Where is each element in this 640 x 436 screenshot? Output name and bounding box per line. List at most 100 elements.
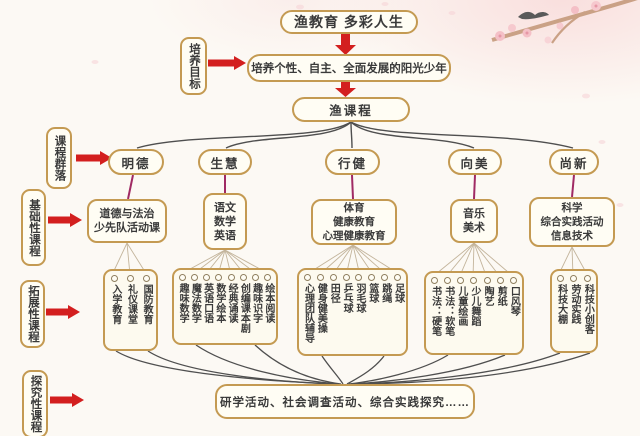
expansion-box-xiangmei: 书法：硬笔 书法：软笔 儿童绘画 少儿舞蹈 陶艺 剪纸 口风琴 <box>424 271 524 355</box>
side-label-target-text: 培养目标 <box>188 43 200 89</box>
expansion-column: 魔法数学 <box>188 274 200 323</box>
expansion-column: 创编课本剧 <box>237 274 249 333</box>
expansion-item: 礼仪课堂 <box>125 284 137 324</box>
expansion-item: 羽毛球 <box>353 283 365 313</box>
ring-icon <box>303 274 311 281</box>
expansion-item: 趣味识字 <box>250 283 262 323</box>
basic-box-shangxin: 科学 综合实践活动 信息技术 <box>529 197 615 247</box>
side-label-inquiry-text: 探究性课程 <box>29 375 42 433</box>
ring-icon <box>252 274 260 281</box>
side-label-target: 培养目标 <box>180 37 207 95</box>
expansion-item: 书法：硬笔 <box>429 286 441 336</box>
arrow-basic-label <box>48 213 82 227</box>
ring-icon <box>509 277 517 284</box>
expansion-item: 绘本阅读 <box>262 283 274 323</box>
ring-icon <box>570 275 578 282</box>
side-label-expansion-text: 拓展性课程 <box>27 285 39 343</box>
expansion-column: 足球 <box>392 274 404 303</box>
expansion-column: 乒乓球 <box>340 274 352 313</box>
expansion-item: 跳绳 <box>379 283 391 303</box>
petal-decorations <box>91 2 624 207</box>
expansion-column: 劳动实践 <box>568 275 580 324</box>
expansion-item: 魔法数学 <box>189 283 201 323</box>
expansion-column: 健身健美操 <box>314 274 326 333</box>
side-label-cluster: 课程群落 <box>46 127 72 189</box>
expansion-to-bottom-lines <box>115 344 591 385</box>
basic-line: 美术 <box>463 222 485 234</box>
expansion-box-mingde: 入学教育 礼仪课堂 国防教育 <box>103 269 158 351</box>
expansion-column: 陶艺 <box>481 277 493 306</box>
expansion-column: 少儿舞蹈 <box>468 277 480 326</box>
expansion-item: 创编课本剧 <box>238 283 250 333</box>
arrow-title-to-goal <box>335 33 356 55</box>
red-arrows <box>46 33 356 407</box>
goal-box: 培养个性、自主、全面发展的阳光少年 <box>247 54 451 82</box>
expansion-item: 国防教育 <box>141 284 153 324</box>
arrow-goal-to-root <box>335 82 356 97</box>
expansion-item: 科技小创客 <box>582 284 594 334</box>
arrow-target-label <box>208 56 246 70</box>
ring-icon <box>496 277 504 284</box>
ring-icon <box>355 274 363 281</box>
expansion-column: 书法：软笔 <box>442 277 454 336</box>
ring-icon <box>111 275 119 282</box>
category-xiangmei: 向美 <box>448 149 502 175</box>
basic-line: 健康教育 <box>333 216 375 228</box>
expansion-item: 足球 <box>392 283 404 303</box>
expansion-column: 礼仪课堂 <box>124 275 136 324</box>
expansion-item: 篮球 <box>366 283 378 303</box>
expansion-column: 儿童绘画 <box>455 277 467 326</box>
basic-line: 少先队活动课 <box>94 222 160 234</box>
basic-line: 综合实践活动 <box>540 216 604 228</box>
expansion-box-shenghui: 趣味数学 魔法数学 英语口语 数学绘本 经典诵读 创编课本剧 趣味识字 绘本阅读 <box>172 268 278 345</box>
expansion-column: 国防教育 <box>140 275 152 324</box>
ring-icon <box>329 274 337 281</box>
ring-icon <box>381 274 389 281</box>
ring-icon <box>470 277 478 284</box>
basic-box-shenghui: 语文 数学 英语 <box>203 193 247 250</box>
basic-box-xingjian: 体育 健康教育 心理健康教育 <box>311 199 397 245</box>
basic-line: 道德与法治 <box>99 208 155 220</box>
ring-icon <box>190 274 198 281</box>
ring-icon <box>126 275 134 282</box>
expansion-item: 剪纸 <box>495 286 507 306</box>
ring-icon <box>557 275 565 282</box>
expansion-item: 少儿舞蹈 <box>468 286 480 326</box>
expansion-item: 数学绘本 <box>213 283 225 323</box>
basic-line: 心理健康教育 <box>322 230 386 242</box>
expansion-item: 趣味数学 <box>177 283 189 323</box>
expansion-item: 田径 <box>328 283 340 303</box>
side-label-expansion: 拓展性课程 <box>20 280 45 348</box>
expansion-column: 口风琴 <box>507 277 519 316</box>
ring-icon <box>178 274 186 281</box>
ring-icon <box>583 275 591 282</box>
expansion-column: 经典诵读 <box>225 274 237 323</box>
expansion-item: 英语口语 <box>201 283 213 323</box>
bird-silhouette-decoration <box>518 11 549 20</box>
arrow-cluster-label <box>76 151 112 165</box>
expansion-item: 入学教育 <box>109 284 121 324</box>
expansion-item: 口风琴 <box>508 286 520 316</box>
expansion-box-shangxin: 科技大棚 劳动实践 科技小创客 <box>550 269 598 353</box>
expansion-column: 跳绳 <box>379 274 391 303</box>
expansion-box-xingjian: 心理团队辅导 健身健美操 田径 乒乓球 羽毛球 篮球 跳绳 足球 <box>297 268 408 356</box>
basic-line: 数学 <box>214 215 236 228</box>
ring-icon <box>483 277 491 284</box>
side-label-cluster-text: 课程群落 <box>53 135 66 181</box>
side-label-inquiry: 探究性课程 <box>22 370 48 436</box>
expansion-column: 书法：硬笔 <box>429 277 441 336</box>
side-label-basic-text: 基础性课程 <box>28 198 40 257</box>
ring-icon <box>444 277 452 284</box>
expansion-item: 乒乓球 <box>341 283 353 313</box>
expansion-column: 田径 <box>327 274 339 303</box>
expansion-column: 心理团队辅导 <box>301 274 313 343</box>
ring-icon <box>316 274 324 281</box>
ring-icon <box>264 274 272 281</box>
inquiry-activities-box: 研学活动、社会调查活动、综合实践探究…… <box>215 384 475 419</box>
ring-icon <box>227 274 235 281</box>
basic-line: 音乐 <box>463 208 485 220</box>
expansion-column: 羽毛球 <box>353 274 365 313</box>
ring-icon <box>142 275 150 282</box>
ring-icon <box>394 274 402 281</box>
